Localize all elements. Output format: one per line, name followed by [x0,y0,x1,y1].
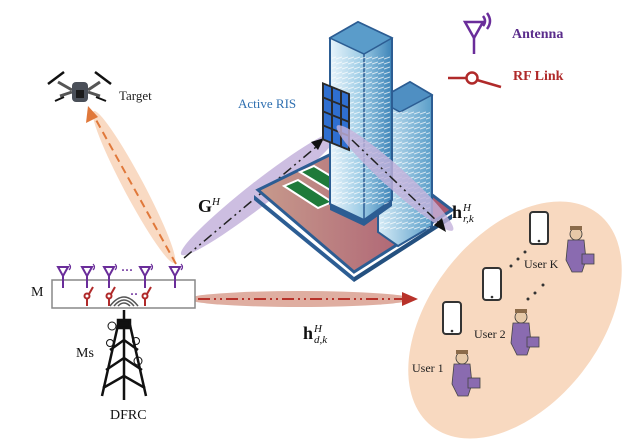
legend-antenna-icon [462,12,492,54]
channel-g-sup: H [212,196,220,208]
target-label: Target [119,88,152,103]
sensing-beam [86,106,177,265]
direct-beam [188,291,418,307]
legend-rf-link-icon [448,71,502,89]
channel-g-label: GH [198,196,220,217]
legend-rf-link-label: RF Link [513,69,564,84]
dfrc-label: DFRC [110,408,147,423]
user-device [442,211,549,335]
user-figure [451,226,595,397]
wireless-signal-icon [109,296,139,307]
svg-text:··: ·· [130,287,138,301]
array-size-label: M [31,285,44,300]
antenna-icon [56,266,182,288]
channel-hrk-base: h [452,202,463,222]
user-2-label: User 2 [474,327,506,341]
ms-label: Ms [76,346,94,361]
direct-arrow-head [402,292,418,306]
channel-hrk-sub: r,k [463,212,474,225]
channel-hdk-sup: H [314,322,322,335]
user-k-label: User K [524,257,559,271]
legend-antenna-label: Antenna [512,27,564,42]
channel-hrk-sup: H [463,201,471,214]
drone-target [47,71,112,102]
sensing-arrow-head [86,106,98,123]
active-ris-label: Active RIS [238,96,297,111]
dfrc-tower [100,310,148,400]
channel-g-base: G [198,196,213,216]
antenna-array: ··· ·· [51,263,196,309]
ris-reflected-beam [336,125,454,232]
channel-hdk-sub: d,k [314,333,328,346]
svg-text:···: ··· [121,263,133,277]
user-1-label: User 1 [412,361,444,375]
rf-link-icon [83,286,152,306]
channel-hdk-base: h [303,323,314,343]
